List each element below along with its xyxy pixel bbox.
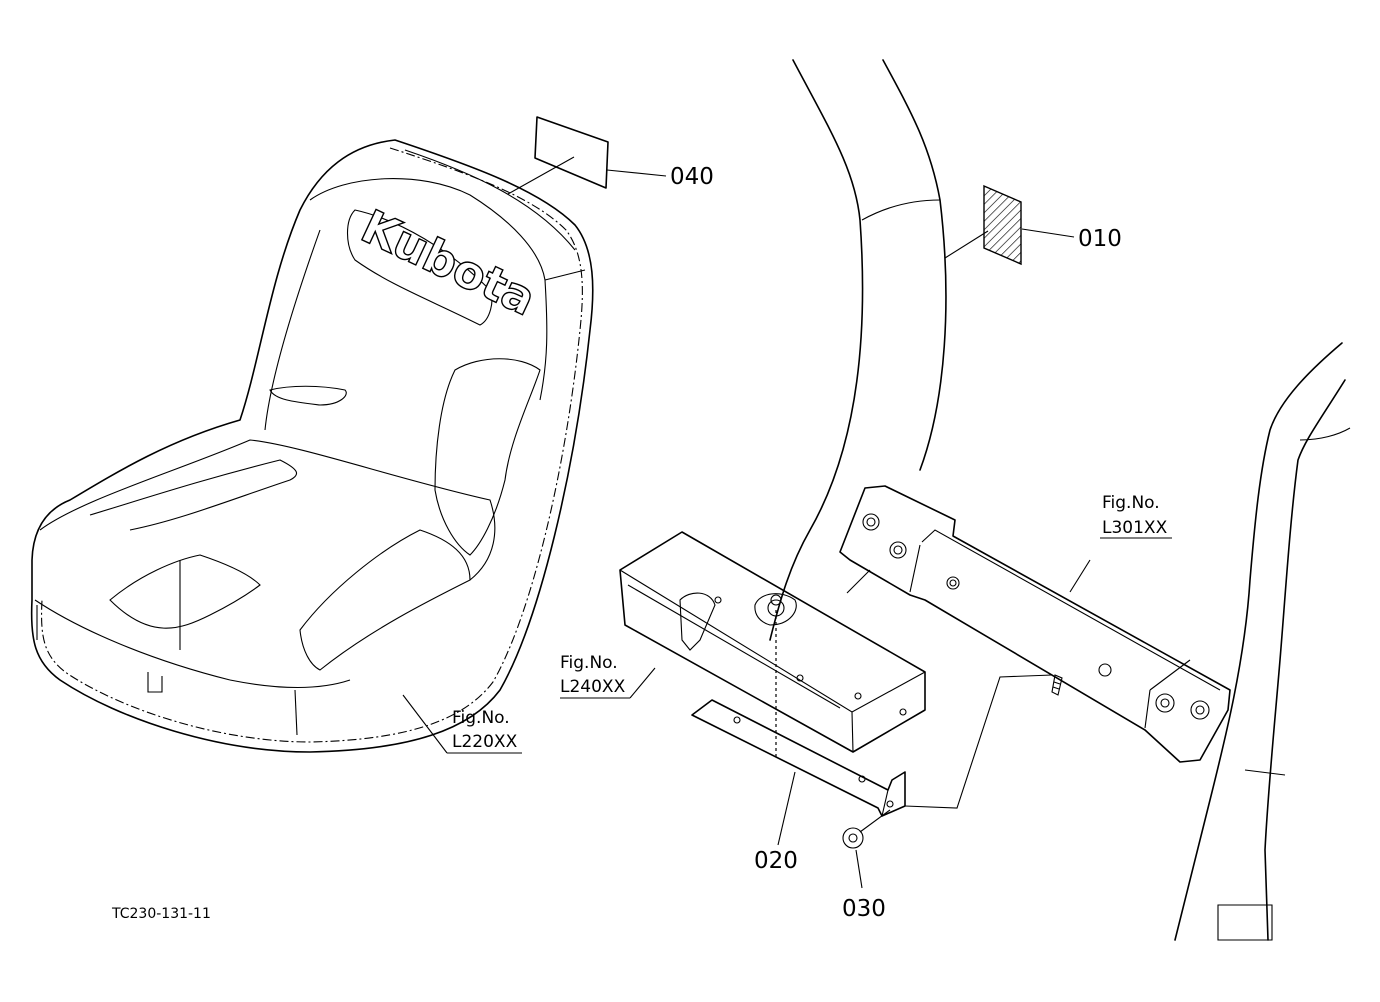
fig-ref-l220-prefix: Fig.No. [452, 708, 510, 728]
part-010-callout: 010 [1078, 226, 1122, 252]
seat-drawing [30, 139, 594, 753]
fig-ref-l240-prefix: Fig.No. [560, 653, 618, 673]
part-040-label-decal [507, 116, 667, 195]
fig-ref-l240-number: L240XX [560, 677, 626, 697]
rops-frame [769, 59, 1351, 941]
fig-ref-l301-prefix: Fig.No. [1102, 493, 1160, 513]
cross-beam [839, 485, 1231, 763]
kubota-logo: Kubota [353, 199, 544, 326]
fig-ref-l301-number: L301XX [1102, 518, 1168, 538]
drawing-code: TC230-131-11 [111, 906, 211, 922]
part-030-callout: 030 [842, 896, 886, 922]
part-010-label-decal [944, 184, 1075, 266]
part-040-callout: 040 [670, 164, 714, 190]
part-030-nut [842, 674, 1053, 889]
seat-fig-ref-leader [402, 694, 522, 754]
part-020-callout: 020 [754, 848, 798, 874]
part-020-bracket [691, 610, 906, 846]
tool-box [560, 531, 926, 753]
fig-ref-l220-number: L220XX [452, 732, 518, 752]
